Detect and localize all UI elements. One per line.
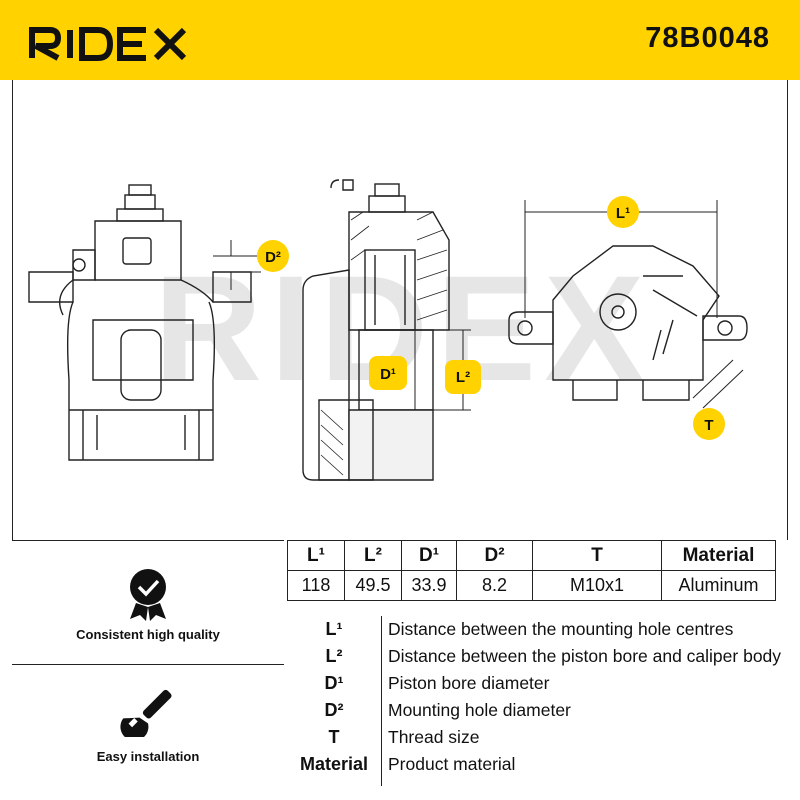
definition-symbol: Material bbox=[299, 754, 369, 774]
ridex-logo bbox=[29, 27, 187, 61]
l2-badge bbox=[445, 360, 481, 394]
definition-text: Distance between the mounting hole centr… bbox=[388, 619, 734, 639]
t-leader bbox=[692, 359, 744, 409]
definition-text: Thread size bbox=[388, 727, 480, 747]
d2-badge bbox=[257, 240, 289, 272]
definition-text: Distance between the piston bore and cal… bbox=[388, 646, 782, 666]
spec-value-d2: 8.2 bbox=[456, 570, 533, 601]
definition-row: T Thread size bbox=[287, 724, 788, 750]
header-bar: 78B0048 bbox=[0, 0, 800, 80]
spec-value-l2: 49.5 bbox=[344, 570, 402, 601]
t-label: T bbox=[704, 417, 713, 434]
spec-section: Consistent high quality Easy installatio… bbox=[12, 540, 788, 800]
d2-dimension bbox=[213, 240, 261, 290]
definitions-list: L¹ Distance between the mounting hole ce… bbox=[287, 616, 788, 786]
caliper-side-view bbox=[508, 245, 748, 401]
d1-dimension bbox=[358, 330, 416, 410]
spec-header-t: T bbox=[532, 540, 662, 571]
definition-row: L¹ Distance between the mounting hole ce… bbox=[287, 616, 788, 642]
definition-text: Product material bbox=[388, 754, 516, 774]
definition-symbol: L¹ bbox=[325, 619, 343, 639]
part-number: 78B0048 bbox=[645, 22, 770, 54]
definition-symbol: L² bbox=[325, 646, 343, 666]
spec-header-l2: L² bbox=[344, 540, 402, 571]
definition-text: Piston bore diameter bbox=[388, 673, 550, 693]
definition-row: D² Mounting hole diameter bbox=[287, 697, 788, 723]
l2-label: L² bbox=[456, 369, 470, 386]
caliper-section-view bbox=[302, 179, 450, 481]
spec-header-row: L¹ L² D¹ D² T Material bbox=[287, 540, 776, 571]
l1-badge bbox=[607, 196, 639, 228]
d2-label: D² bbox=[265, 249, 281, 266]
t-badge bbox=[693, 408, 725, 440]
spec-header-d1: D¹ bbox=[401, 540, 457, 571]
d1-label: D¹ bbox=[380, 366, 396, 383]
spec-table: L¹ L² D¹ D² T Material 118 49.5 33.9 8.2… bbox=[287, 540, 776, 601]
spec-value-material: Aluminum bbox=[661, 570, 776, 601]
definition-symbol: D¹ bbox=[324, 673, 344, 693]
spec-header-d2: D² bbox=[456, 540, 533, 571]
definition-text: Mounting hole diameter bbox=[388, 700, 571, 720]
spec-value-l1: 118 bbox=[287, 570, 345, 601]
spec-header-material: Material bbox=[661, 540, 776, 571]
caliper-front-view bbox=[28, 184, 252, 461]
wrench-icon bbox=[120, 689, 172, 737]
section-hatching bbox=[320, 211, 448, 476]
spec-value-t: M10x1 bbox=[532, 570, 662, 601]
caliper-diagram: RIDEX D² bbox=[28, 179, 748, 481]
l1-label: L¹ bbox=[616, 205, 630, 222]
spec-value-row: 118 49.5 33.9 8.2 M10x1 Aluminum bbox=[287, 570, 776, 601]
features-panel: Consistent high quality Easy installatio… bbox=[12, 540, 284, 791]
spec-value-d1: 33.9 bbox=[401, 570, 457, 601]
technical-drawing: RIDEX D² bbox=[12, 80, 788, 540]
definition-symbol: T bbox=[328, 727, 340, 747]
definition-row: D¹ Piston bore diameter bbox=[287, 670, 788, 696]
feature-divider bbox=[12, 664, 284, 665]
d1-badge bbox=[369, 356, 407, 390]
definition-row: L² Distance between the piston bore and … bbox=[287, 643, 788, 669]
definition-symbol: D² bbox=[324, 700, 344, 720]
feature-quality-label: Consistent high quality bbox=[76, 627, 220, 642]
quality-badge-icon bbox=[130, 569, 166, 621]
feature-installation-label: Easy installation bbox=[96, 749, 200, 764]
definition-row: Material Product material bbox=[287, 751, 788, 777]
spec-header-l1: L¹ bbox=[287, 540, 345, 571]
